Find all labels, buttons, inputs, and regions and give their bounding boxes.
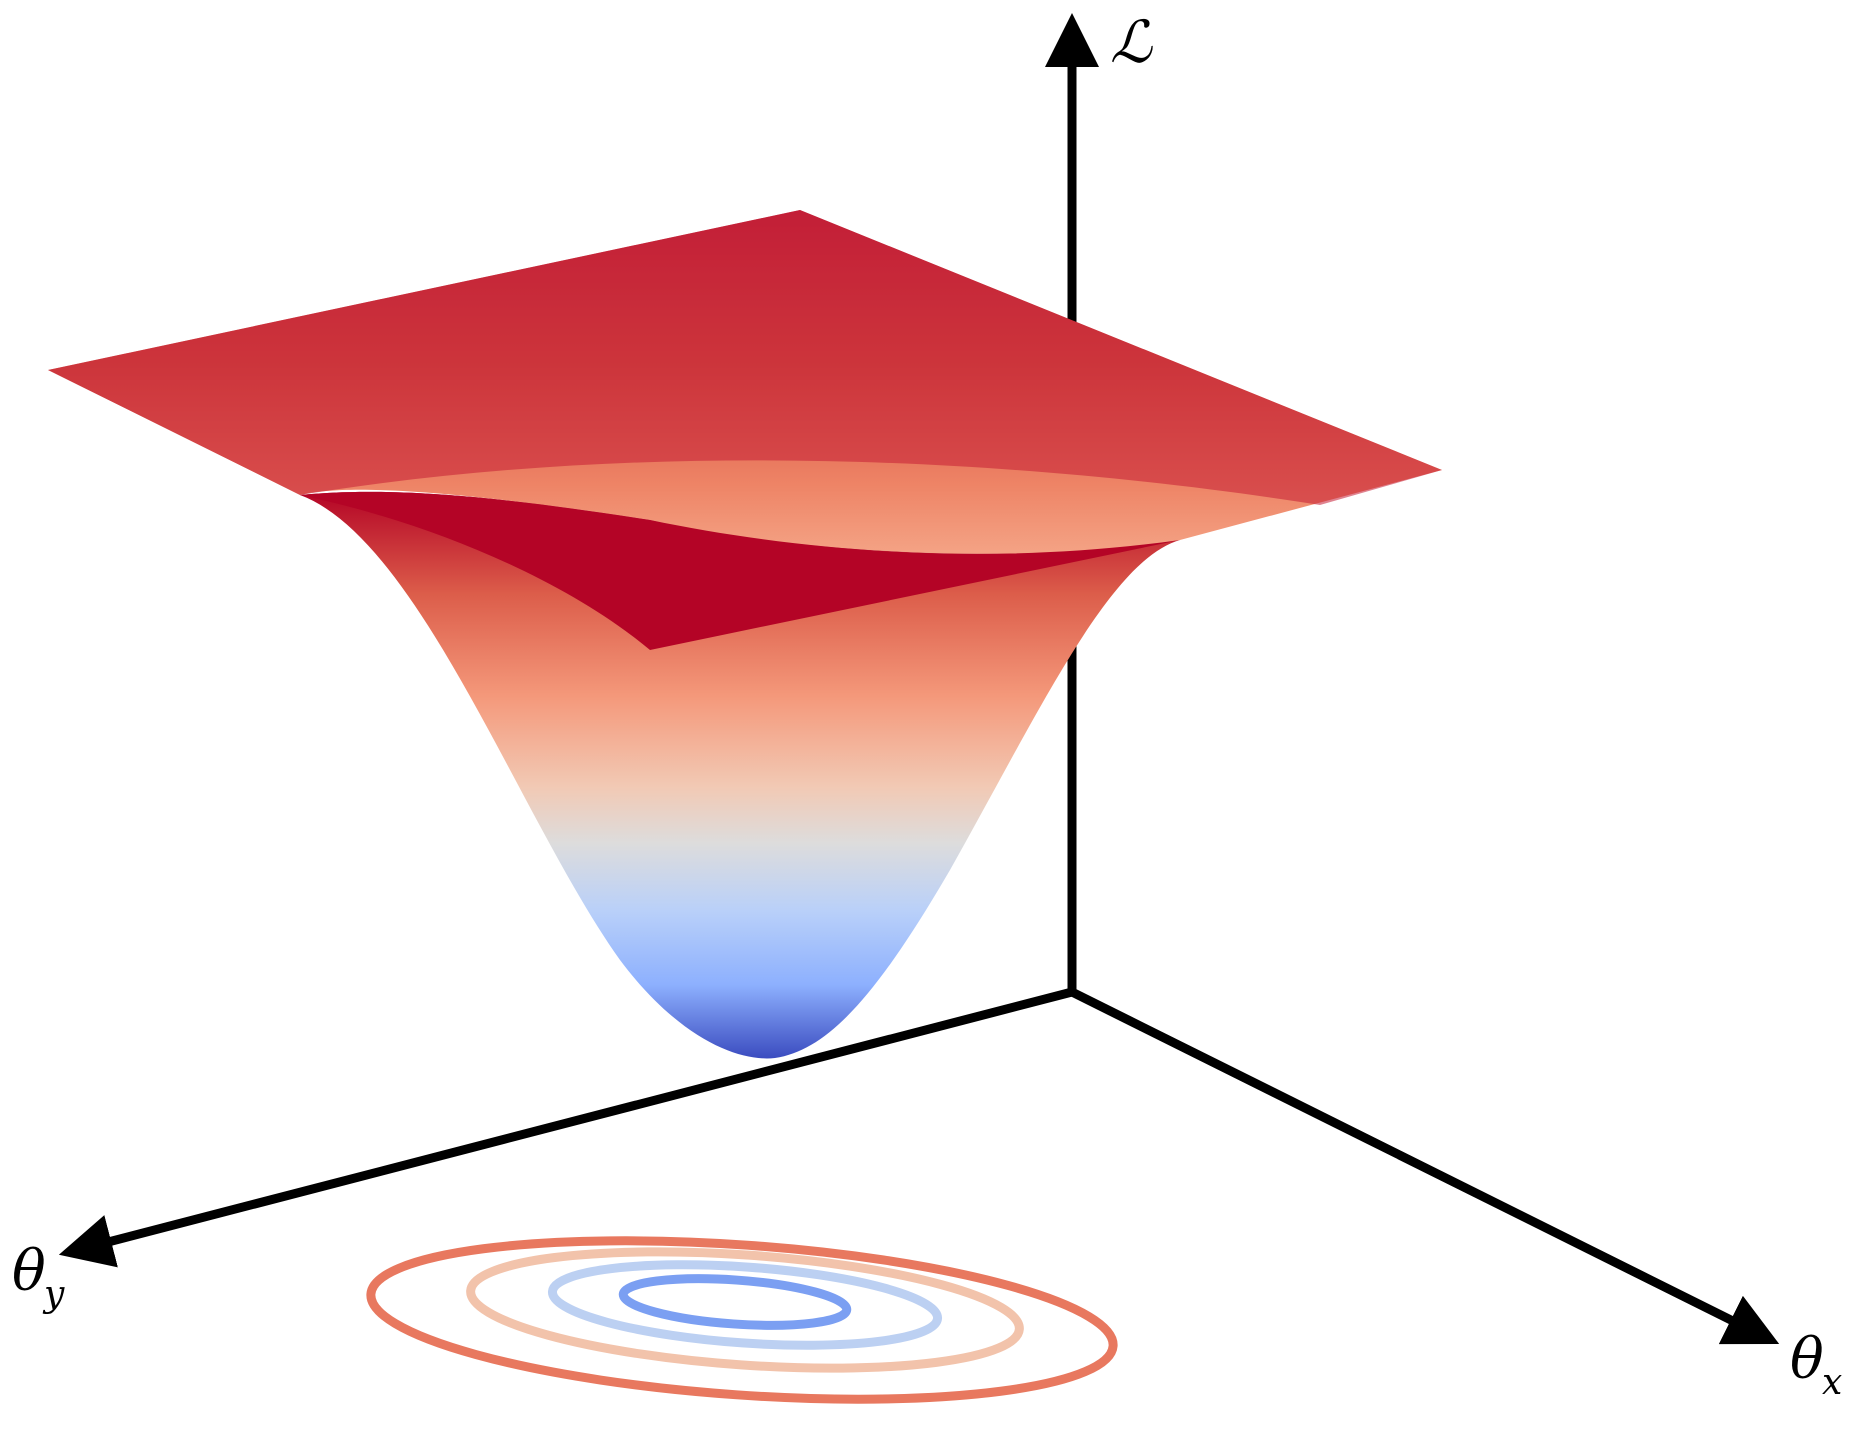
- surface-front-flap: [300, 491, 1180, 650]
- contour-lines: [366, 1236, 1118, 1404]
- theta-y-subscript: y: [42, 1274, 65, 1315]
- surface-well: [300, 491, 1180, 1059]
- theta-x-subscript: x: [1822, 1362, 1842, 1403]
- theta-x-symbol: θ: [1790, 1327, 1824, 1392]
- contour-level-4: [366, 1236, 1118, 1404]
- theta-x-label: θ x: [1790, 1327, 1842, 1403]
- theta-x-axis: [1069, 987, 1780, 1345]
- surface-highlight: [48, 210, 1442, 505]
- vertical-axis-label: ℒ: [1110, 8, 1153, 76]
- contour-level-3: [466, 1247, 1024, 1373]
- theta-y-axis: [58, 987, 1074, 1268]
- loss-surface: [48, 210, 1442, 1059]
- contour-level-1: [618, 1274, 852, 1330]
- theta-y-label: θ y: [12, 1239, 65, 1315]
- theta-y-symbol: θ: [12, 1239, 46, 1304]
- contour-level-2: [547, 1260, 943, 1350]
